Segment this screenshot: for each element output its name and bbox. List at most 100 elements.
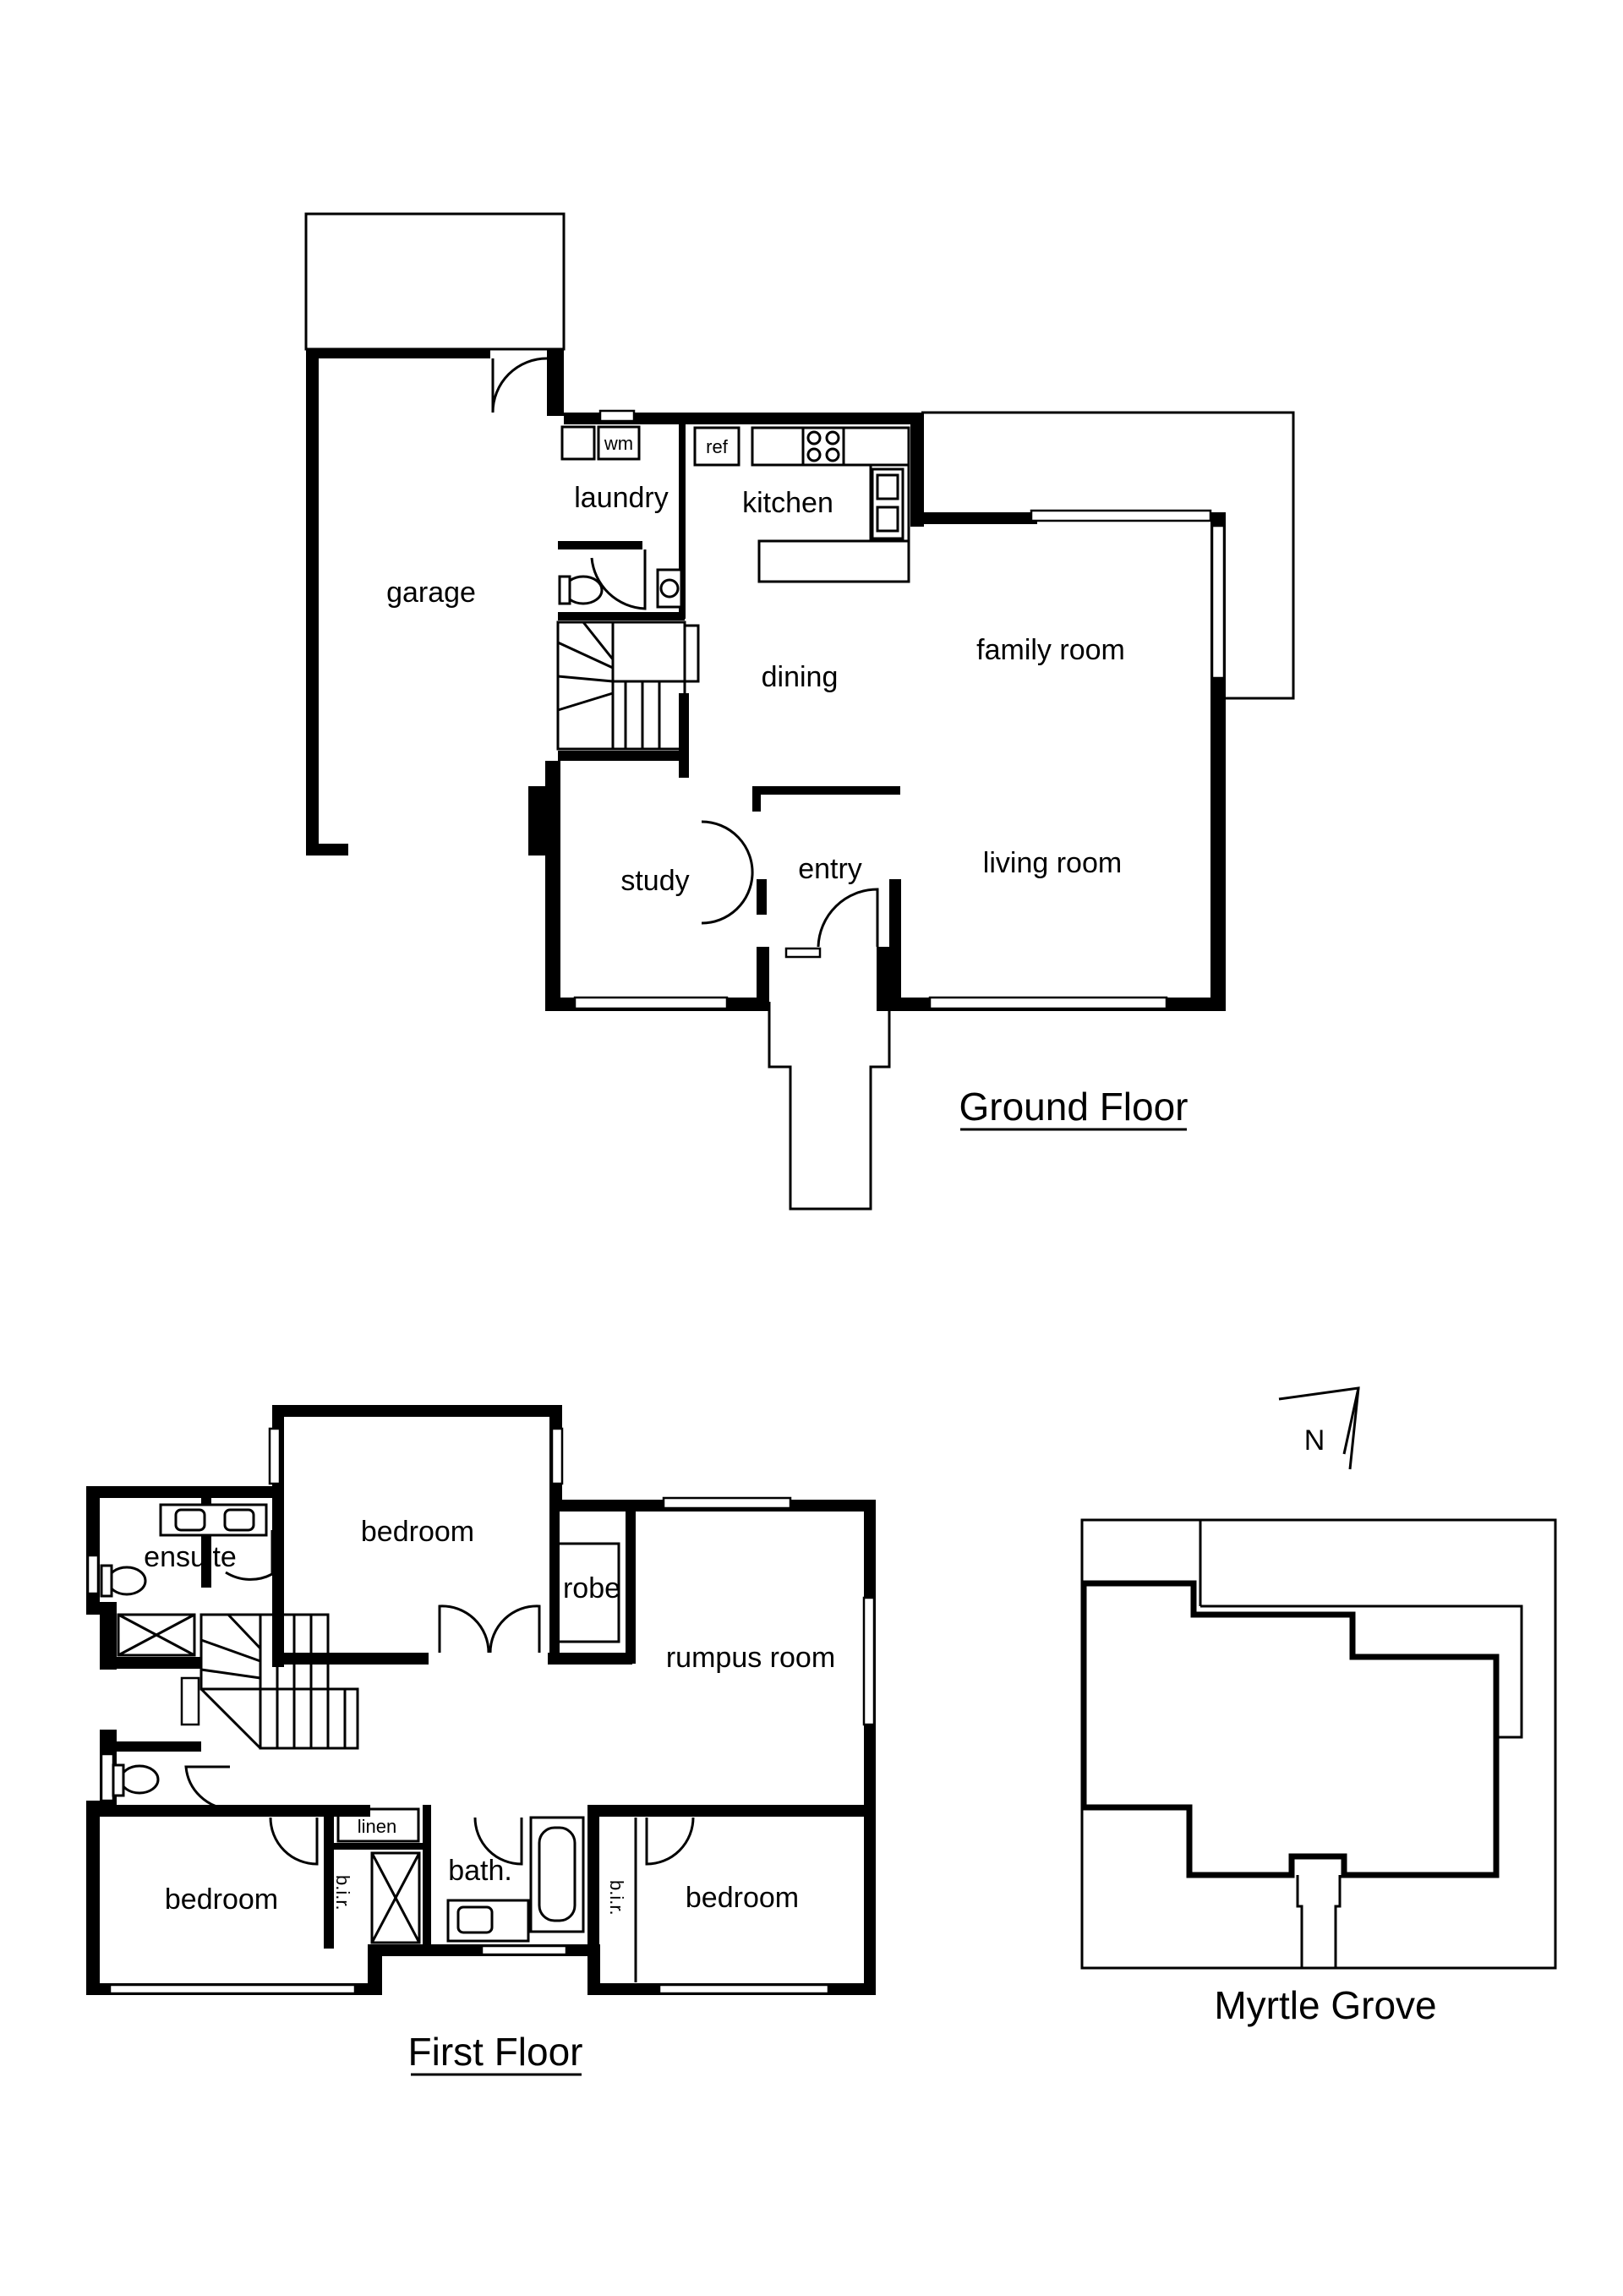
- window: [662, 1496, 792, 1510]
- window: [573, 996, 729, 1010]
- wall: [757, 879, 767, 915]
- room-label-bedroom-right: bedroom: [686, 1882, 799, 1914]
- toilet-icon: [119, 1764, 160, 1795]
- wall: [306, 844, 348, 856]
- wall: [757, 947, 767, 955]
- window: [862, 1596, 876, 1726]
- wall: [423, 1805, 431, 1949]
- wall: [324, 1805, 334, 1949]
- wall: [528, 786, 547, 856]
- front-path: [768, 1002, 891, 1211]
- site-plan: N Myrtle Grove: [1080, 1386, 1557, 2027]
- deck-outline: [921, 411, 1295, 700]
- site-boundary: [1080, 1518, 1557, 1970]
- window: [784, 947, 822, 959]
- ground-floor-plan: wm ref garage laundry kitchen dining fam…: [304, 212, 1295, 1211]
- wall: [272, 1653, 429, 1665]
- window: [658, 1983, 830, 1995]
- door-swing: [489, 1604, 541, 1654]
- robe-outline: [556, 1542, 620, 1643]
- wall: [864, 1805, 876, 1995]
- window: [598, 409, 636, 423]
- room-label-robe: robe: [563, 1572, 620, 1604]
- room-label-study: study: [620, 865, 689, 897]
- toilet-cistern: [112, 1763, 125, 1797]
- window: [268, 1427, 281, 1485]
- window: [550, 1427, 564, 1485]
- site-path: [1296, 1875, 1303, 1968]
- room-label-family: family room: [976, 634, 1125, 666]
- wall: [368, 1944, 382, 1995]
- ground-stairs: [556, 620, 700, 751]
- door-swing: [269, 1817, 319, 1866]
- basin-icon: [659, 578, 680, 599]
- window: [1030, 509, 1212, 522]
- burner-icon: [806, 447, 822, 462]
- wall: [306, 348, 490, 358]
- wall: [757, 947, 769, 1011]
- room-label-living: living room: [983, 847, 1122, 879]
- wall: [910, 512, 1037, 524]
- wall: [558, 612, 685, 620]
- room-label-ensuite: ensuite: [144, 1541, 237, 1573]
- site-house-footprint: [1080, 1580, 1500, 1878]
- north-label: N: [1304, 1424, 1325, 1457]
- wall: [100, 1805, 370, 1817]
- wall: [558, 751, 685, 761]
- wall: [306, 348, 319, 856]
- wall: [100, 1657, 201, 1669]
- window: [86, 1554, 100, 1595]
- washing-machine: [597, 425, 641, 461]
- door-swing: [438, 1604, 490, 1654]
- toilet-icon: [107, 1566, 147, 1596]
- laundry-tub: [560, 425, 596, 461]
- wall: [272, 1405, 562, 1417]
- room-label-bir-right: b.i.r.: [606, 1880, 627, 1916]
- window: [100, 1752, 115, 1802]
- wall: [877, 947, 889, 1011]
- door-swing: [645, 1817, 695, 1866]
- door-swing: [491, 357, 548, 413]
- room-label-bir-left: b.i.r.: [332, 1875, 353, 1911]
- window: [480, 1944, 568, 1956]
- wall: [100, 1741, 201, 1752]
- wall: [889, 879, 901, 1011]
- refrigerator-label: ref: [706, 436, 729, 457]
- street-name-label: Myrtle Grove: [1214, 1983, 1436, 2027]
- wall: [752, 786, 761, 812]
- wall: [752, 786, 900, 795]
- door-swing: [817, 888, 879, 948]
- room-label-bedroom-left: bedroom: [165, 1883, 278, 1916]
- room-label-bath: bath.: [448, 1855, 512, 1887]
- window: [928, 996, 1168, 1010]
- refrigerator: [693, 426, 740, 467]
- room-label-laundry: laundry: [574, 482, 669, 514]
- carport-outline: [304, 212, 566, 351]
- site-deck: [1200, 1604, 1523, 1739]
- first-floor-title: First Floor: [408, 2030, 583, 2074]
- wall: [564, 413, 921, 424]
- door-swing: [473, 1817, 523, 1866]
- wall: [558, 541, 642, 549]
- door-swing: [590, 549, 647, 610]
- first-floor-plan: bedroom ensuite robe rumpus room bedroom…: [86, 1405, 876, 2076]
- door-swing: [701, 820, 754, 925]
- room-label-linen: linen: [358, 1816, 396, 1837]
- toilet-cistern: [100, 1564, 113, 1598]
- basin-icon: [223, 1508, 255, 1532]
- wall: [547, 348, 564, 416]
- basin-icon: [174, 1508, 206, 1532]
- north-arrow-icon: [1278, 1386, 1360, 1470]
- first-floor-stairs: [199, 1613, 359, 1750]
- room-label-garage: garage: [386, 577, 476, 609]
- room-label-entry: entry: [798, 853, 862, 885]
- wall: [679, 424, 686, 619]
- room-label-kitchen: kitchen: [742, 487, 833, 519]
- wall: [334, 1843, 427, 1850]
- wall: [545, 761, 560, 1011]
- wall: [910, 413, 924, 527]
- burner-icon: [825, 430, 840, 446]
- burner-icon: [806, 430, 822, 446]
- room-label-dining: dining: [762, 661, 839, 693]
- wall: [590, 1805, 875, 1817]
